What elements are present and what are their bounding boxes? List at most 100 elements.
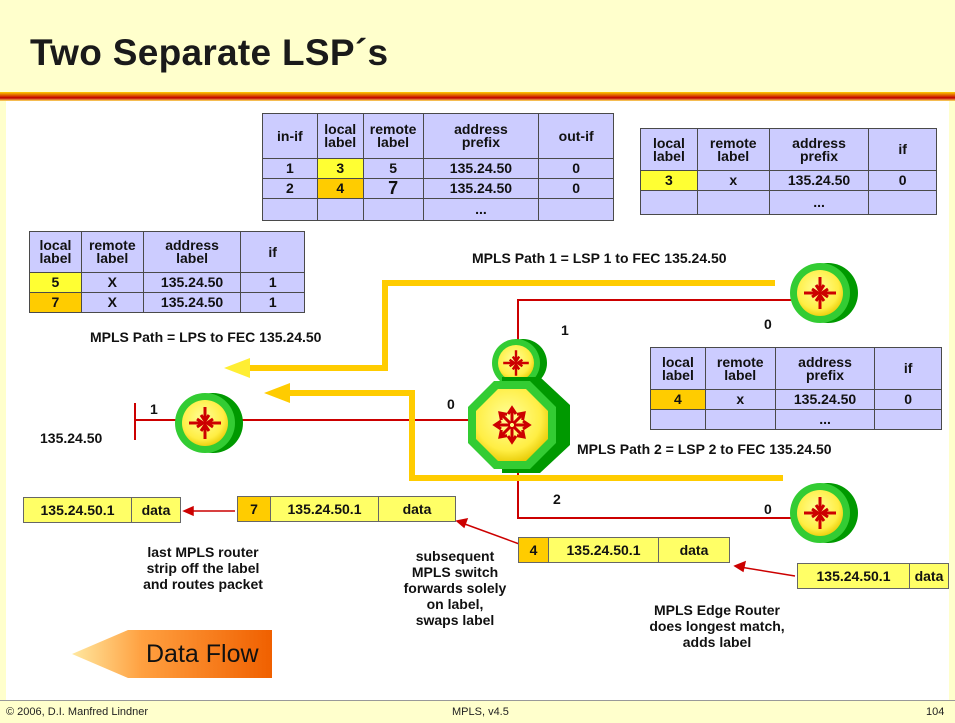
slide-footer: © 2006, D.I. Manfred Lindner MPLS, v4.5 …	[0, 700, 955, 723]
cell: 5	[362, 158, 424, 179]
cell: 135.24.50	[768, 170, 870, 191]
router-core-top	[492, 339, 547, 387]
cell	[650, 409, 706, 430]
packet-payload: data	[379, 497, 455, 521]
packet-payload: data	[132, 498, 180, 522]
cell: 1	[240, 292, 305, 313]
packet-label-4: 4 135.24.50.1 data	[518, 537, 730, 563]
cell: ...	[422, 198, 540, 221]
cell: ...	[768, 190, 870, 215]
cell: 1	[240, 272, 305, 293]
router-top-right	[790, 263, 858, 323]
cell: 0	[868, 170, 937, 191]
packet-delivered: 135.24.50.1 data	[23, 497, 181, 523]
caption-line: adds label	[682, 634, 752, 650]
lsp2-arrowhead	[264, 383, 290, 403]
router-left	[175, 393, 243, 453]
port-label: 0	[447, 396, 455, 412]
caption-line: last MPLS router	[147, 544, 259, 560]
table-row: 3 x 135.24.50 0	[640, 170, 937, 191]
caption-line: MPLS Edge Router	[653, 602, 780, 618]
cell: 0	[538, 178, 614, 199]
table-row: ...	[650, 409, 942, 430]
port-label: 2	[553, 491, 561, 507]
cell	[868, 190, 937, 215]
table-row: 7 X 135.24.50 1	[29, 292, 305, 313]
packet-address: 135.24.50.1	[271, 497, 379, 521]
cell: 135.24.50	[142, 272, 242, 293]
caption-edge-router: MPLS Edge Router does longest match, add…	[627, 602, 807, 650]
caption-line: forwards solely	[403, 580, 507, 596]
table-row: 2 4 7 135.24.50 0	[262, 178, 614, 199]
cell: X	[80, 272, 144, 293]
packet-address: 135.24.50.1	[24, 498, 132, 522]
packet-payload: data	[910, 564, 948, 588]
title-underline	[0, 92, 955, 101]
cell	[538, 198, 614, 221]
th-in-if: in-if	[262, 113, 318, 159]
path-lps-label: MPLS Path = LPS to FEC 135.24.50	[90, 329, 322, 345]
footer-page-number: 104	[926, 706, 945, 718]
caption-line: swaps label	[415, 612, 495, 628]
caption-line: does longest match,	[649, 618, 785, 634]
cell: X	[80, 292, 144, 313]
lsp1-arrowhead	[224, 358, 250, 378]
cell: 3	[640, 170, 698, 191]
packet-label-7: 7 135.24.50.1 data	[237, 496, 456, 522]
packet-payload: data	[659, 538, 729, 562]
frame-right	[949, 101, 955, 700]
data-flow-label: Data Flow	[146, 640, 259, 668]
router-bottom-right	[790, 483, 858, 543]
cell: 0	[874, 389, 942, 410]
cell: ...	[774, 409, 876, 430]
caption-line: and routes packet	[143, 576, 263, 592]
footer-course: MPLS, v4.5	[452, 706, 509, 718]
cell: x	[696, 170, 770, 191]
th-out-if: out-if	[538, 113, 614, 159]
table-row: 5 X 135.24.50 1	[29, 272, 305, 293]
table-row: 1 3 5 135.24.50 0	[262, 158, 614, 179]
slide-header: Two Separate LSP´s	[0, 0, 955, 92]
port-label: 1	[150, 401, 158, 417]
packet-address: 135.24.50.1	[798, 564, 910, 588]
cell: 2	[262, 178, 318, 199]
cell: 135.24.50	[422, 158, 540, 179]
cell: 135.24.50	[422, 178, 540, 199]
lsp-paths	[250, 280, 783, 481]
caption-switch: subsequent MPLS switch forwards solely o…	[390, 548, 520, 628]
data-flow-arrow: Data Flow	[72, 630, 272, 678]
packet-address: 135.24.50.1	[549, 538, 659, 562]
caption-line: strip off the label	[146, 560, 260, 576]
cell: 1	[262, 158, 318, 179]
frame-left	[0, 101, 6, 700]
footer-copyright: © 2006, D.I. Manfred Lindner	[6, 706, 149, 718]
lsp2-path	[290, 390, 783, 481]
cell	[874, 409, 942, 430]
cell	[362, 198, 424, 221]
th-if: if	[874, 347, 942, 390]
caption-line: subsequent	[415, 548, 495, 564]
cell: 7	[362, 178, 424, 199]
cell: 7	[29, 292, 82, 313]
cell	[640, 190, 698, 215]
cell: 0	[538, 158, 614, 179]
packet-arrows	[182, 505, 796, 577]
cell: 3	[316, 158, 364, 179]
path1-label: MPLS Path 1 = LSP 1 to FEC 135.24.50	[472, 250, 727, 266]
caption-line: MPLS switch	[411, 564, 499, 580]
cell: x	[704, 389, 776, 410]
th-if: if	[240, 231, 305, 273]
th-if: if	[868, 128, 937, 171]
packet-label: 7	[238, 497, 271, 521]
